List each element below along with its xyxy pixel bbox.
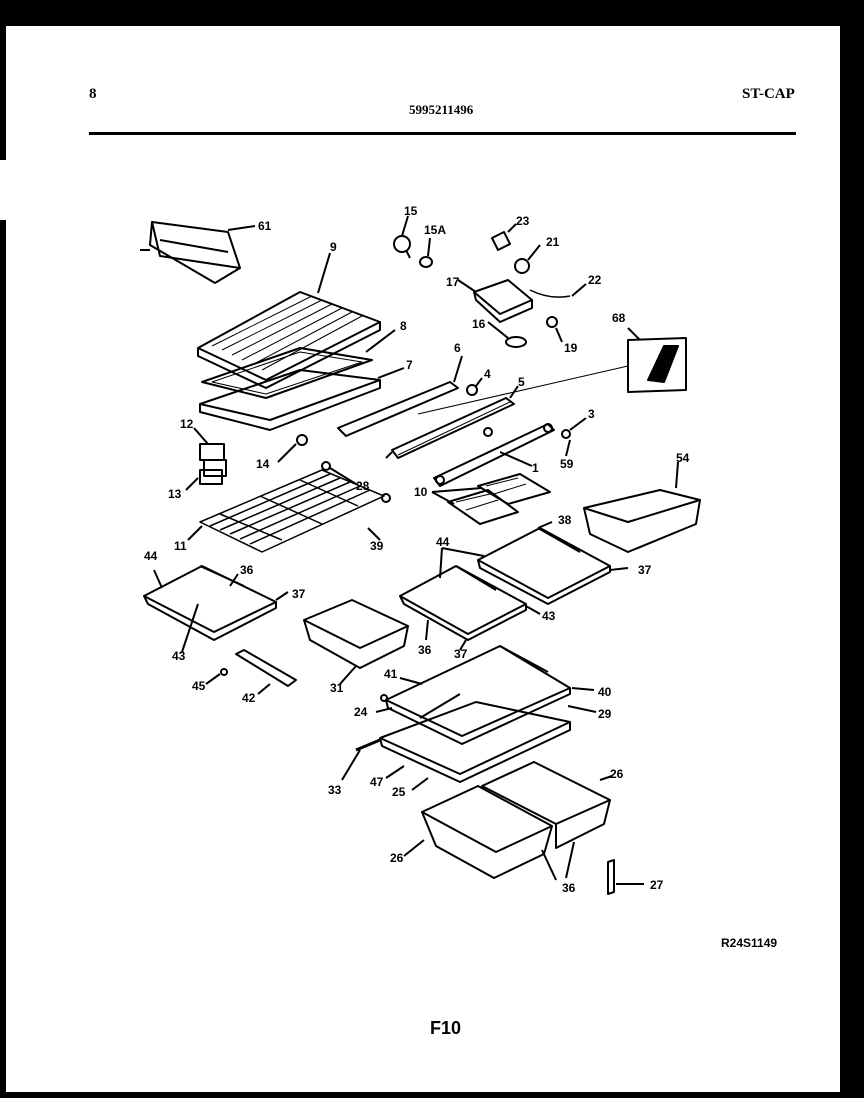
callout: 36 bbox=[240, 563, 254, 577]
callout: 19 bbox=[564, 341, 578, 355]
part-26-crisper-right bbox=[481, 761, 611, 849]
callout: 39 bbox=[370, 539, 384, 553]
callout: 23 bbox=[516, 214, 530, 228]
part-number: 5995211496 bbox=[409, 102, 474, 117]
part-41-large-shelf bbox=[385, 645, 571, 745]
callout: 41 bbox=[384, 667, 398, 681]
callout: 61 bbox=[258, 219, 272, 233]
callout: 22 bbox=[588, 273, 602, 287]
callout: 26 bbox=[610, 767, 624, 781]
callout: 21 bbox=[546, 235, 560, 249]
drawing-code: R24S1149 bbox=[721, 936, 778, 950]
callout: 31 bbox=[330, 681, 344, 695]
part-47-panel bbox=[379, 701, 571, 783]
callout: 10 bbox=[414, 485, 428, 499]
part-68-label bbox=[627, 337, 687, 393]
part-54-bin bbox=[583, 489, 701, 553]
callout: 38 bbox=[558, 513, 572, 527]
callout: 68 bbox=[612, 311, 626, 325]
callout: 42 bbox=[242, 691, 256, 705]
part-44-left-shelf bbox=[143, 565, 277, 641]
callout: 1 bbox=[532, 461, 539, 475]
callout: 4 bbox=[484, 367, 491, 381]
part-38-shelf bbox=[477, 527, 611, 605]
callout: 15A bbox=[424, 223, 446, 237]
callout: 43 bbox=[542, 609, 556, 623]
callout: 40 bbox=[598, 685, 612, 699]
callout: 43 bbox=[172, 649, 186, 663]
part-26-crisper-left bbox=[421, 785, 553, 879]
callout: 37 bbox=[454, 647, 468, 661]
callout: 17 bbox=[446, 275, 460, 289]
callout: 26 bbox=[390, 851, 404, 865]
callout: 12 bbox=[180, 417, 194, 431]
part-61-bracket bbox=[140, 221, 241, 284]
callout: 28 bbox=[356, 479, 370, 493]
header-rule bbox=[89, 132, 796, 135]
part-1-rail bbox=[433, 423, 555, 487]
part-8-frame bbox=[201, 347, 373, 399]
callout: 54 bbox=[676, 451, 690, 465]
page-number: 8 bbox=[89, 86, 97, 102]
callout: 36 bbox=[418, 643, 432, 657]
callout: 44 bbox=[436, 535, 450, 549]
callout: 45 bbox=[192, 679, 206, 693]
callout: 7 bbox=[406, 358, 413, 372]
callout: 8 bbox=[400, 319, 407, 333]
part-44-center-shelf bbox=[399, 565, 527, 641]
callout: 25 bbox=[392, 785, 406, 799]
callout: 14 bbox=[256, 457, 270, 471]
part-9-shelf bbox=[197, 291, 381, 389]
callout: 16 bbox=[472, 317, 486, 331]
callout: 37 bbox=[638, 563, 652, 577]
callout: 11 bbox=[174, 539, 187, 553]
callout: 5 bbox=[518, 375, 525, 389]
part-31-bin bbox=[303, 599, 409, 669]
callout: 27 bbox=[650, 878, 664, 892]
callout: 33 bbox=[328, 783, 342, 797]
part-10-trays bbox=[447, 473, 551, 525]
callout: 29 bbox=[598, 707, 612, 721]
part-11-wire-shelf bbox=[199, 469, 385, 553]
callout: 9 bbox=[330, 240, 337, 254]
callout: 24 bbox=[354, 705, 368, 719]
figure-code: F10 bbox=[430, 1018, 462, 1038]
part-17-box bbox=[473, 279, 533, 323]
callout: 3 bbox=[588, 407, 595, 421]
callout-labels: 61 9 15 15A 23 21 22 17 16 19 68 8 7 6 4… bbox=[144, 204, 690, 895]
model-code: ST-CAP bbox=[742, 86, 795, 102]
part-5-rail bbox=[391, 397, 515, 459]
callout: 59 bbox=[560, 457, 574, 471]
callout: 47 bbox=[370, 775, 384, 789]
callout: 6 bbox=[454, 341, 461, 355]
callout: 44 bbox=[144, 549, 158, 563]
callout: 13 bbox=[168, 487, 182, 501]
callout: 36 bbox=[562, 881, 576, 895]
part-7-frame bbox=[199, 369, 381, 431]
edge-mark bbox=[0, 160, 6, 220]
callout: 15 bbox=[404, 204, 418, 218]
callout: 37 bbox=[292, 587, 306, 601]
diagram-sheet bbox=[6, 26, 840, 1092]
